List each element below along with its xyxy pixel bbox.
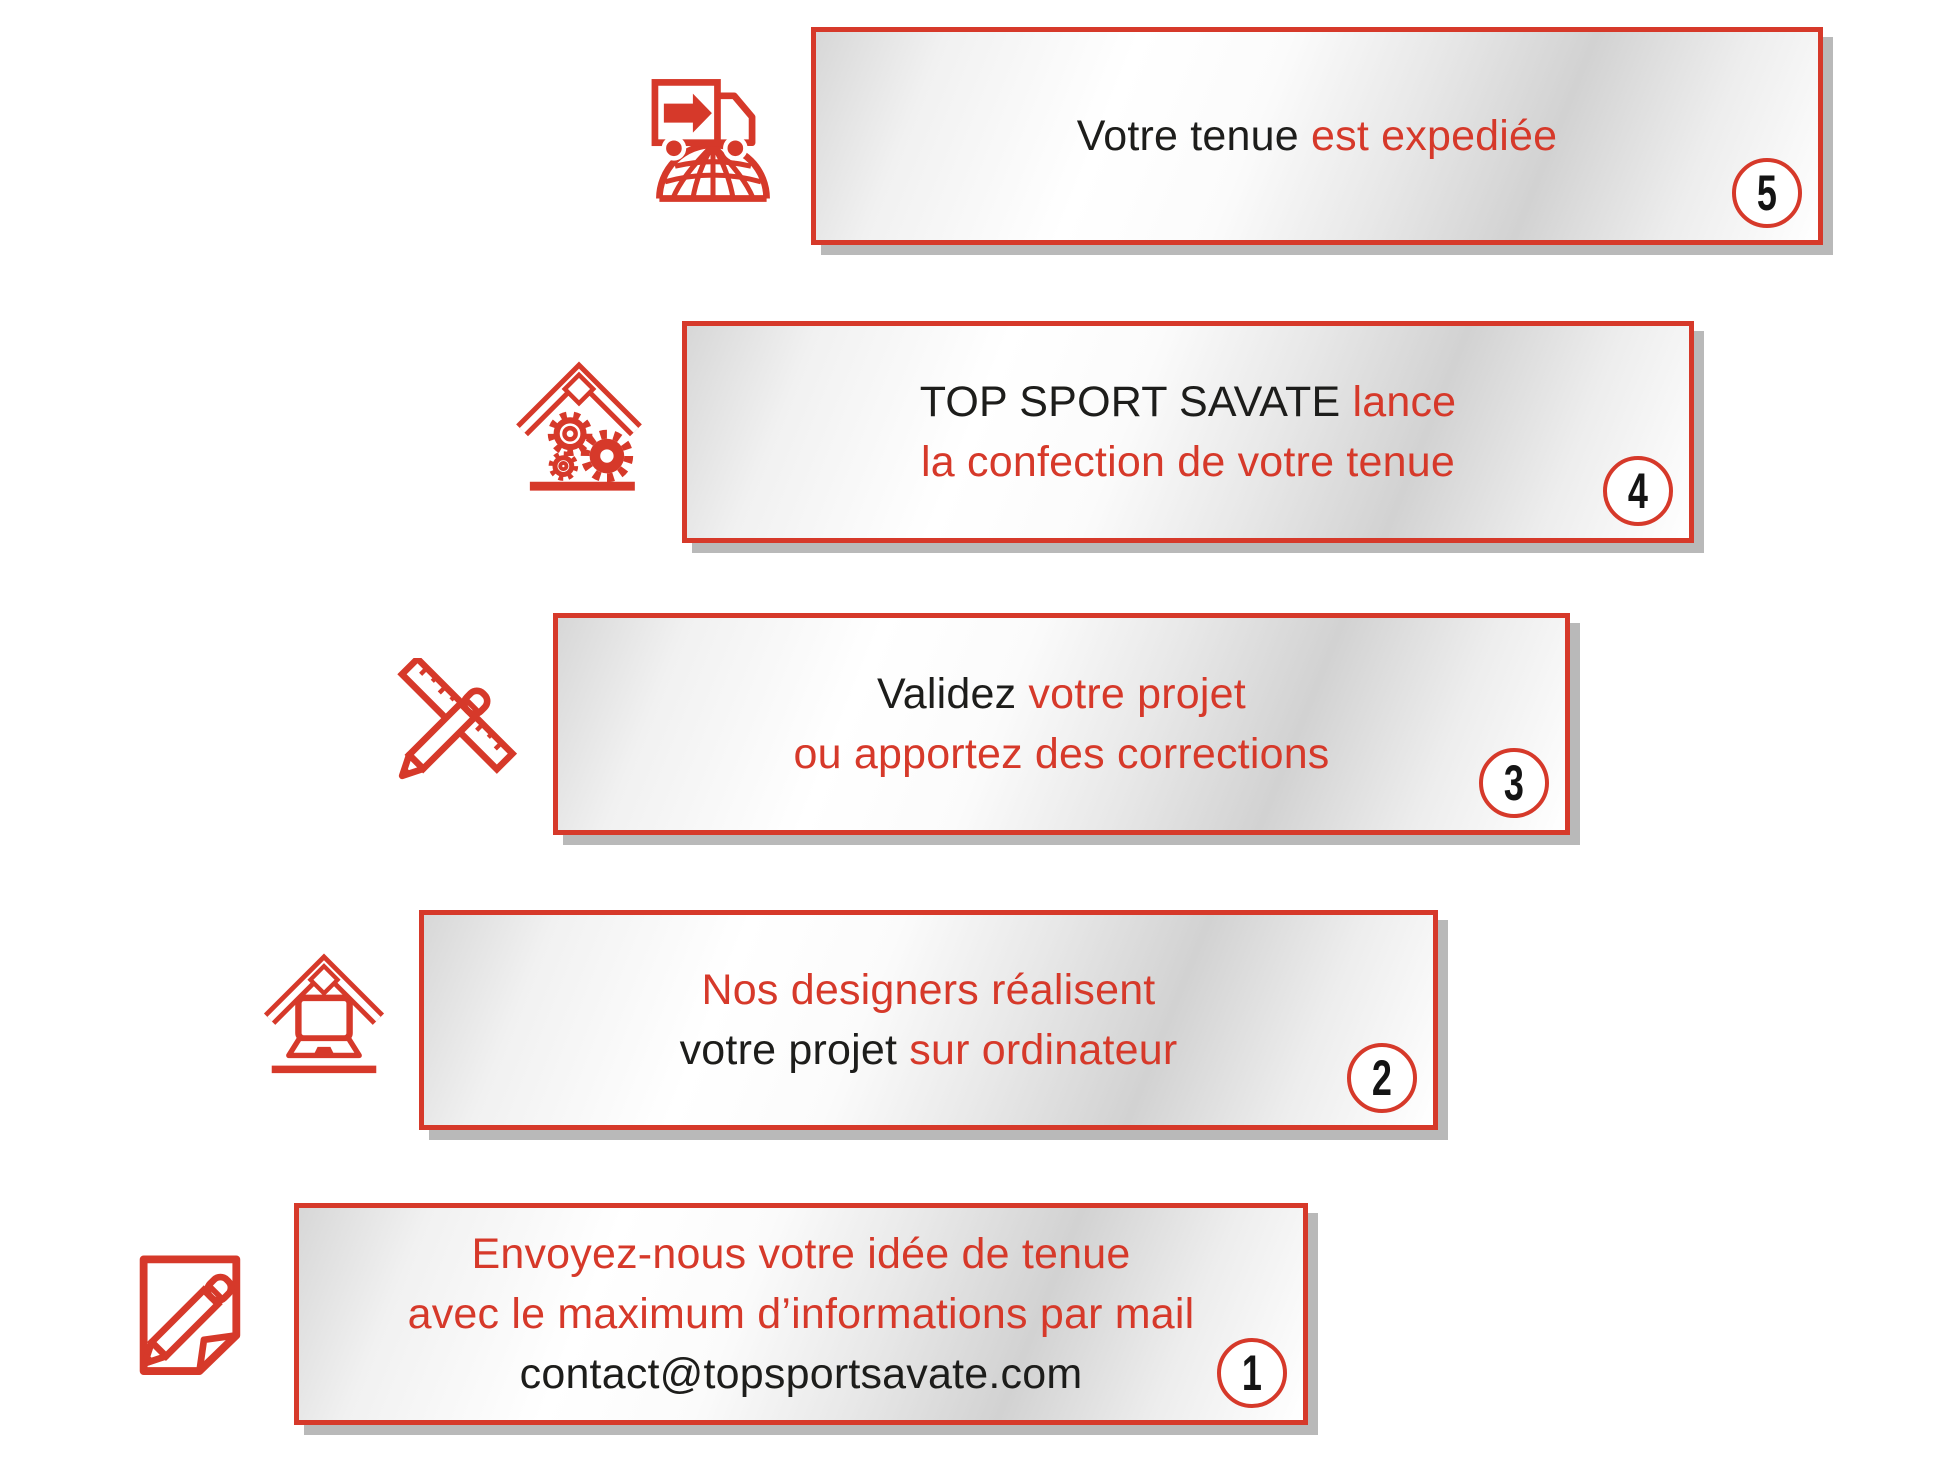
step-number-badge: 4 <box>1603 456 1673 526</box>
step-number: 1 <box>1241 1345 1263 1401</box>
ruler-pencil-icon <box>388 658 520 790</box>
step-number: 3 <box>1503 755 1525 811</box>
step-number: 4 <box>1627 463 1649 519</box>
step-number-badge: 5 <box>1732 158 1802 228</box>
factory-gears-roof-icon <box>512 356 646 498</box>
step-panel: Votre tenue est expediée 5 <box>811 27 1823 245</box>
step-number-badge: 1 <box>1217 1338 1287 1408</box>
step-number: 2 <box>1371 1050 1393 1106</box>
note-pencil-icon <box>128 1246 262 1380</box>
step-text: Votre tenue est expediée <box>1076 112 1558 160</box>
step-number-badge: 2 <box>1347 1043 1417 1113</box>
laptop-roof-icon <box>260 952 388 1080</box>
delivery-truck-globe-icon <box>646 68 780 204</box>
step-number-badge: 3 <box>1479 748 1549 818</box>
step-number: 5 <box>1756 165 1778 221</box>
